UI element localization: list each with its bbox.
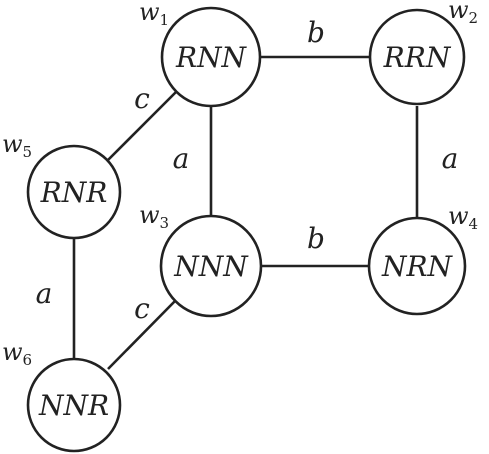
node-label-w5: RNR (40, 176, 108, 209)
node-w5: RNR w5 (2, 130, 122, 240)
node-label-w1: RNN (175, 41, 248, 74)
edge-label-w1-w2: b (307, 16, 325, 49)
node-label-w3: NNN (173, 250, 249, 283)
edge-label-w1-w3: a (173, 142, 190, 175)
edge-w1-w5 (107, 91, 177, 161)
node-w1: RNN w1 (139, 0, 262, 108)
world-label-w1: w1 (139, 0, 169, 29)
edge-label-w3-w6: c (134, 292, 150, 325)
edge-w3-w6 (107, 299, 177, 370)
node-label-w2: RRN (383, 41, 452, 74)
edge-label-w2-w4: a (442, 142, 459, 175)
world-label-w5: w5 (2, 130, 32, 161)
world-label-w3: w3 (139, 201, 169, 232)
world-label-w4: w4 (448, 202, 478, 233)
edge-label-w5-w6: a (36, 277, 53, 310)
node-circle-w3 (159, 214, 263, 318)
node-circle-w5 (26, 144, 122, 240)
edge-label-w1-w5: c (134, 82, 150, 115)
world-label-w6: w6 (2, 338, 32, 369)
world-label-w2: w2 (448, 0, 478, 27)
node-label-w6: NNR (38, 389, 109, 422)
node-w3: NNN w3 (139, 201, 263, 318)
node-circle-w1 (160, 6, 262, 108)
node-circle-w6 (26, 357, 122, 453)
node-label-w4: NRN (381, 250, 454, 283)
node-w6: NNR w6 (2, 338, 122, 453)
node-circle-w2 (368, 8, 466, 106)
edge-label-w3-w4: b (307, 222, 325, 255)
node-w2: RRN w2 (368, 0, 478, 106)
node-circle-w4 (367, 216, 467, 316)
node-w4: NRN w4 (367, 202, 478, 316)
